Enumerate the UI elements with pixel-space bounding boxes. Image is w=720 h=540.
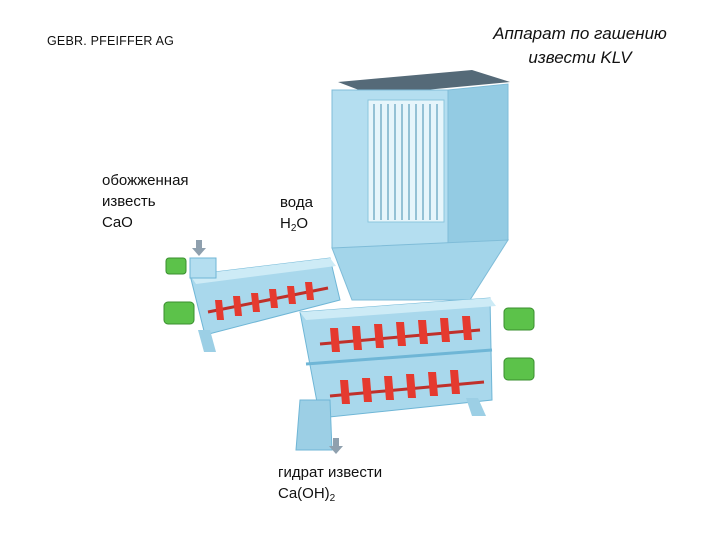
label-quicklime-formula: CaO: [102, 214, 133, 231]
label-water-formula: H2O: [280, 215, 309, 234]
diagram-title: Аппарат по гашению извести KLV: [470, 22, 690, 70]
label-quicklime-line1: обожженная: [102, 172, 189, 189]
pre-slaker-legs: [198, 330, 216, 352]
label-hydrate-formula: Ca(OH)2: [278, 485, 336, 504]
upper-paddles: [319, 316, 481, 352]
pre-slaker-trough: [189, 257, 341, 352]
main-top: [300, 298, 496, 320]
label-water-line1: вода: [280, 194, 313, 211]
filter-window: [367, 99, 445, 223]
label-hydrated-lime: гидрат извести Ca(OH)2: [278, 462, 382, 509]
filter-roof: [338, 70, 510, 95]
feed-inlet: [189, 257, 217, 279]
motor-upper-icon: [503, 307, 535, 331]
company-name: GEBR. PFEIFFER AG: [47, 34, 175, 48]
drive-motors: [163, 257, 535, 381]
title-line-2: извести KLV: [528, 48, 632, 67]
discharge-chute: [295, 399, 333, 451]
motor-feed-icon: [165, 257, 187, 275]
pre-slaker-paddles: [207, 282, 329, 320]
main-slaker: [295, 297, 496, 451]
filter-side: [447, 83, 509, 249]
lower-paddles: [329, 370, 485, 404]
level-divider: [305, 348, 493, 366]
filter-bags: [373, 104, 438, 220]
arrow-down-icon: [329, 438, 343, 454]
motor-pre-slaker-icon: [163, 301, 195, 325]
pre-slaker-top: [190, 258, 336, 284]
filter-housing: [331, 70, 510, 301]
label-quicklime: обожженная известь CaO: [102, 170, 189, 233]
arrow-down-icon: [192, 240, 206, 256]
title-line-1: Аппарат по гашению: [493, 24, 667, 43]
hopper-cone: [331, 239, 509, 301]
label-hydrate-line1: гидрат извести: [278, 464, 383, 481]
motor-lower-icon: [503, 357, 535, 381]
label-water: вода H2O: [280, 192, 313, 239]
main-legs: [466, 398, 486, 416]
label-quicklime-line2: известь: [102, 193, 156, 210]
flow-arrows: [192, 240, 343, 454]
